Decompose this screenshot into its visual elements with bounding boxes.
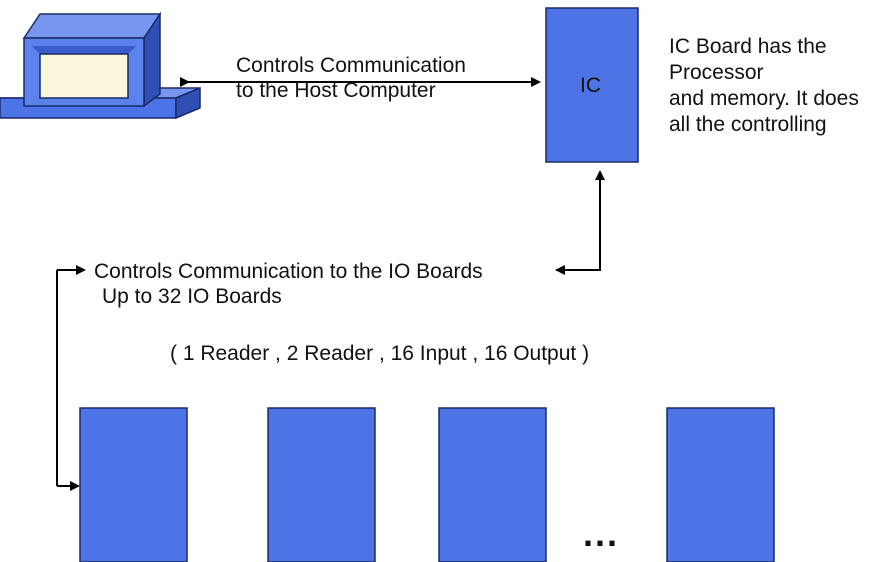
io-ic-connector [556,170,605,271]
host-link-line2: to the Host Computer [236,79,436,102]
ic-description-line2: Processor [669,61,764,84]
ic-board-label: IC [580,74,601,97]
io-link-line2: Up to 32 IO Boards [102,285,282,308]
ic-board [545,7,639,163]
io-board [79,407,188,562]
io-types: ( 1 Reader , 2 Reader , 16 Input , 16 Ou… [170,342,590,365]
io-link-line1: Controls Communication to the IO Boards [94,260,483,283]
io-board [267,407,376,562]
ic-description-line3: and memory. It does [669,87,859,110]
io-board [666,407,775,562]
more-boards-ellipsis: ... [583,513,620,554]
ic-description-line1: IC Board has the [669,35,827,58]
io-board [438,407,547,562]
host-computer-icon [0,11,201,120]
ic-description-line4: all the controlling [669,113,827,136]
host-link-line1: Controls Communication [236,54,466,77]
